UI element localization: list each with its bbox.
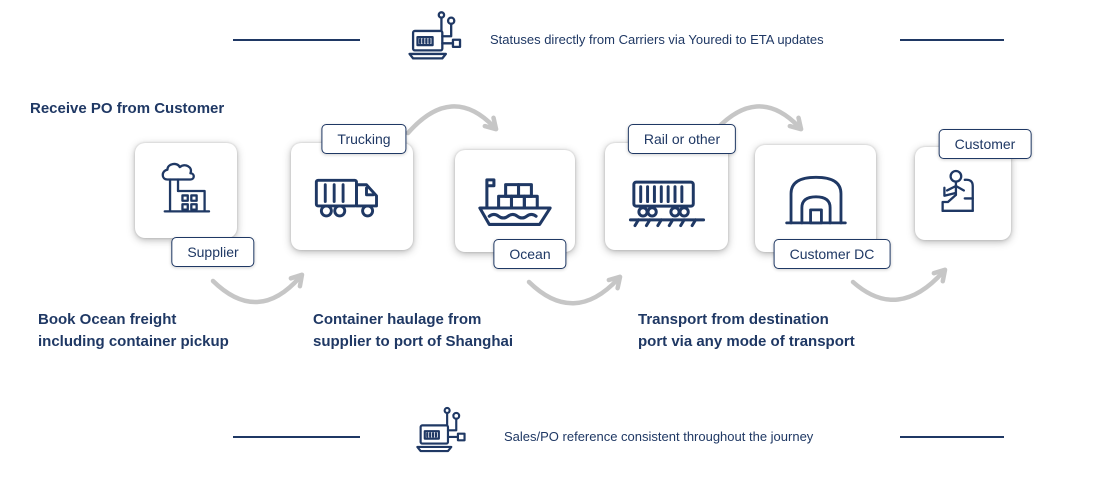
stage-card-ocean (455, 150, 575, 252)
arrow-supplier-to-trucking (210, 272, 305, 305)
stage-card-trucking (291, 143, 413, 250)
stage-card-customer-dc (755, 145, 876, 252)
top-banner-text: Statuses directly from Carriers via Your… (490, 32, 824, 47)
stage-card-supplier (135, 143, 237, 238)
person-reading-icon (941, 169, 974, 212)
train-icon (628, 180, 705, 227)
annotation-transport-destination: Transport from destination port via any … (638, 311, 855, 350)
bottom-divider-left (233, 436, 360, 438)
warehouse-icon (784, 175, 847, 224)
stage-label-supplier: Supplier (171, 237, 255, 267)
container-ship-icon (478, 178, 552, 226)
arrow-customerdc-to-customer (850, 267, 948, 303)
stage-label-rail-or-other: Rail or other (627, 124, 737, 154)
stage-label-trucking: Trucking (321, 124, 407, 154)
laptop-data-icon (414, 404, 472, 460)
bottom-banner-text: Sales/PO reference consistent throughout… (504, 429, 814, 444)
arrow-ocean-to-rail (526, 274, 623, 306)
stage-card-rail (605, 143, 728, 250)
annotation-container-haulage: Container haulage from supplier to port … (313, 311, 513, 350)
top-divider-left (233, 39, 360, 41)
stage-label-ocean: Ocean (493, 239, 567, 269)
bottom-divider-right (900, 436, 1004, 438)
receive-po-note: Receive PO from Customer (30, 100, 225, 117)
laptop-data-icon (406, 8, 468, 68)
arrow-trucking-to-ocean (405, 104, 499, 136)
annotation-book-ocean-freight: Book Ocean freight including container p… (38, 311, 229, 350)
stage-card-customer (915, 147, 1011, 240)
top-divider-right (900, 39, 1004, 41)
factory-icon (161, 162, 211, 213)
stage-label-customer: Customer (938, 129, 1032, 159)
truck-icon (314, 178, 378, 217)
stage-label-customer-dc: Customer DC (773, 239, 891, 269)
